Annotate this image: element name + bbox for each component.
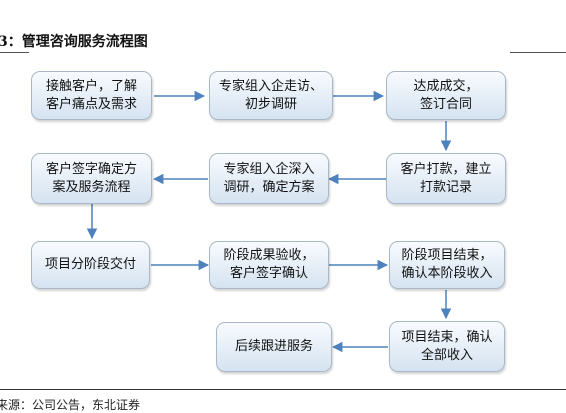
step-7-label: 项目分阶段交付 bbox=[44, 257, 136, 272]
source-note: 来源：公司公告，东北证券 bbox=[0, 398, 141, 412]
step-10-project-end: 项目结束，确认 全部收入 bbox=[389, 321, 505, 372]
source-rule bbox=[0, 389, 566, 390]
step-8-phase-acceptance: 阶段成果验收， 客户签字确认 bbox=[209, 241, 329, 289]
step-6-client-confirm-plan: 客户签字确定方 案及服务流程 bbox=[31, 153, 152, 204]
title-rule-left bbox=[0, 52, 29, 53]
step-4-label: 客户打款，建立 打款记录 bbox=[400, 161, 492, 195]
step-5-deep-research: 专家组入企深入 调研，确定方案 bbox=[209, 153, 329, 204]
step-9-label: 阶段项目结束， 确认本阶段收入 bbox=[401, 248, 493, 281]
step-9-phase-revenue: 阶段项目结束， 确认本阶段收入 bbox=[389, 241, 505, 289]
step-3-label: 达成成交， 签订合同 bbox=[413, 78, 479, 112]
step-1-contact-client: 接触客户，了解 客户痛点及需求 bbox=[31, 71, 152, 120]
step-6-label: 客户签字确定方 案及服务流程 bbox=[45, 161, 137, 195]
step-8-label: 阶段成果验收， 客户签字确认 bbox=[223, 248, 315, 281]
step-7-phased-delivery: 项目分阶段交付 bbox=[31, 241, 150, 289]
step-10-label: 项目结束，确认 全部收入 bbox=[401, 329, 493, 363]
figure-title: 3：管理咨询服务流程图 bbox=[0, 34, 148, 50]
step-1-label: 接触客户，了解 客户痛点及需求 bbox=[45, 78, 137, 112]
step-11-label: 后续跟进服务 bbox=[234, 339, 313, 354]
step-2-expert-visit: 专家组入企走访、 初步调研 bbox=[209, 71, 333, 120]
step-11-follow-up: 后续跟进服务 bbox=[216, 322, 332, 372]
title-rule-right bbox=[510, 52, 566, 53]
step-2-label: 专家组入企走访、 初步调研 bbox=[218, 78, 323, 112]
step-5-label: 专家组入企深入 调研，确定方案 bbox=[223, 161, 315, 195]
step-3-sign-contract: 达成成交， 签订合同 bbox=[386, 71, 506, 120]
step-4-client-payment: 客户打款，建立 打款记录 bbox=[386, 153, 506, 204]
